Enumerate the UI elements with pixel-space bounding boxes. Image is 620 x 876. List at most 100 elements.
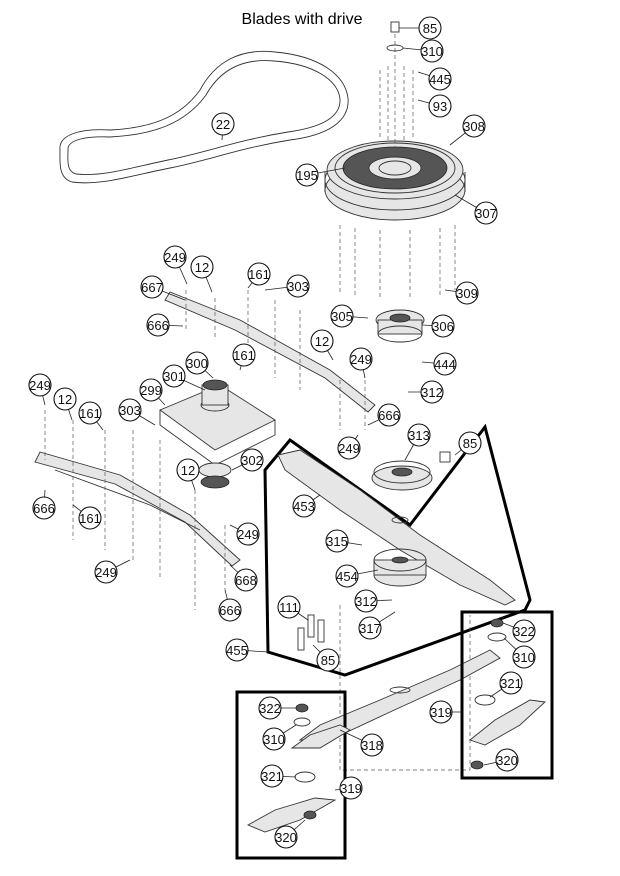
callout-249: 249 [163, 245, 188, 285]
callout-310: 310 [503, 637, 536, 669]
callout-circle [277, 595, 301, 619]
drive-belt [59, 50, 349, 184]
callout-circle [225, 638, 249, 662]
callout-308: 308 [449, 114, 486, 146]
callout-circle [335, 564, 359, 588]
right-blade-parts [469, 618, 547, 770]
callout-300: 300 [185, 351, 214, 379]
callout-label: 322 [513, 624, 535, 639]
callout-195: 195 [295, 163, 346, 187]
callout-667: 667 [140, 275, 186, 301]
callout-circle [240, 448, 264, 472]
callout-circle [431, 314, 455, 338]
callout-161: 161 [247, 262, 271, 289]
callout-circle [420, 380, 444, 404]
callout-label: 666 [147, 318, 169, 333]
callout-label: 312 [355, 594, 377, 609]
callout-label: 444 [434, 357, 456, 372]
callout-circle [162, 364, 186, 388]
callout-label: 317 [359, 621, 381, 636]
callout-161: 161 [232, 343, 256, 371]
callout-circle [286, 274, 310, 298]
callout-label: 310 [263, 732, 285, 747]
callout-label: 319 [430, 705, 452, 720]
callout-label: 666 [219, 603, 241, 618]
callout-label: 303 [119, 403, 141, 418]
callout-label: 161 [79, 406, 101, 421]
callout-label: 319 [340, 781, 362, 796]
callout-320: 320 [483, 748, 519, 772]
callout-317: 317 [358, 611, 396, 640]
callout-111: 111 [277, 595, 309, 621]
callout-circle [53, 387, 77, 411]
callout-303: 303 [118, 398, 156, 426]
callout-299: 299 [139, 378, 166, 406]
callout-circle [78, 401, 102, 425]
callout-label: 445 [429, 72, 451, 87]
callout-circle [377, 403, 401, 427]
callout-label: 306 [432, 319, 454, 334]
callout-label: 308 [463, 119, 485, 134]
callout-circle [28, 373, 52, 397]
callout-85: 85 [312, 644, 340, 672]
callout-circle [433, 352, 457, 376]
frame-hardware [44, 290, 366, 610]
callout-label: 249 [95, 565, 117, 580]
callout-label: 321 [500, 676, 522, 691]
callout-444: 444 [421, 352, 457, 376]
callout-label: 299 [140, 383, 162, 398]
callout-12: 12 [176, 458, 200, 491]
callout-label: 303 [287, 279, 309, 294]
center-gearbox [159, 379, 276, 489]
callout-circle [337, 436, 361, 460]
callout-label: 310 [421, 44, 443, 59]
callout-circle [146, 313, 170, 337]
callout-666: 666 [32, 489, 56, 520]
callout-circle [339, 776, 363, 800]
callout-455: 455 [225, 638, 269, 662]
callout-666: 666 [146, 313, 184, 337]
callout-circle [458, 431, 482, 455]
callout-318: 318 [339, 729, 384, 757]
callout-circle [247, 262, 271, 286]
callout-label: 302 [241, 453, 263, 468]
callout-label: 22 [216, 117, 230, 132]
callout-319: 319 [334, 776, 363, 800]
callout-circle [94, 560, 118, 584]
callout-310: 310 [402, 39, 444, 63]
callout-label: 249 [29, 378, 51, 393]
callout-309: 309 [444, 281, 479, 305]
callout-circle [234, 568, 258, 592]
callout-label: 315 [326, 534, 348, 549]
callout-label: 668 [235, 573, 257, 588]
hub-bolts [297, 451, 451, 651]
callout-161: 161 [78, 401, 104, 431]
callout-circle [139, 378, 163, 402]
callout-301: 301 [162, 364, 206, 391]
callout-303: 303 [264, 274, 310, 298]
callout-label: 305 [331, 309, 353, 324]
callout-circle [185, 351, 209, 375]
callout-label: 249 [338, 441, 360, 456]
callout-label: 249 [237, 527, 259, 542]
callout-label: 301 [163, 369, 185, 384]
callout-circle [428, 94, 452, 118]
right-blade-box [460, 610, 554, 780]
callout-249: 249 [337, 434, 361, 460]
callout-12: 12 [53, 387, 77, 421]
callout-label: 249 [164, 250, 186, 265]
callout-307: 307 [454, 194, 498, 225]
callout-circle [316, 648, 340, 672]
callout-label: 312 [421, 385, 443, 400]
callout-circle [236, 522, 260, 546]
callout-454: 454 [335, 564, 379, 588]
callout-circle [310, 329, 334, 353]
callout-label: 300 [186, 356, 208, 371]
callout-circle [260, 764, 284, 788]
callout-circle [258, 696, 282, 720]
callout-label: 249 [350, 352, 372, 367]
callout-circle [232, 343, 256, 367]
callout-circle [325, 529, 349, 553]
